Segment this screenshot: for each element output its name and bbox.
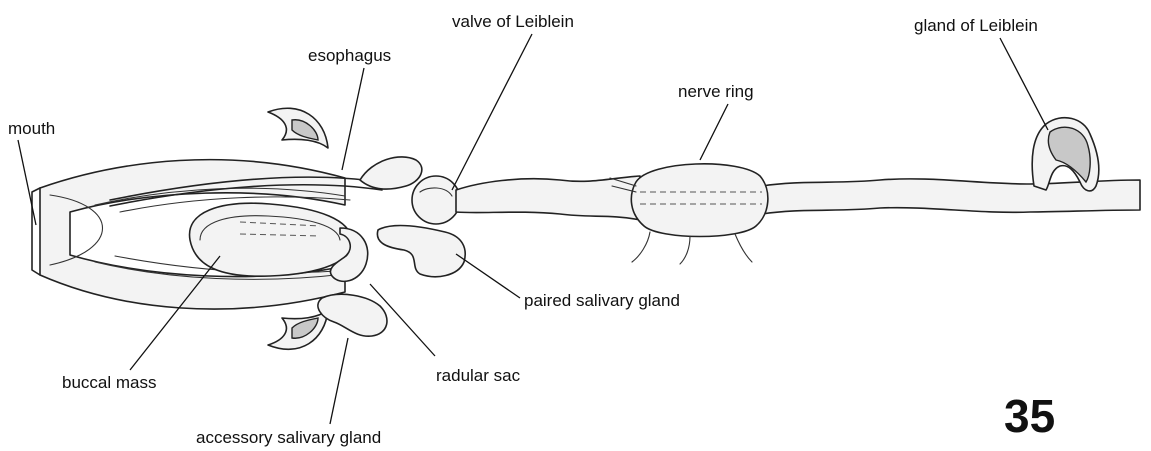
leader-lines: [18, 34, 1048, 424]
leader-accessory-salivary: [330, 338, 348, 424]
label-mouth: mouth: [8, 119, 55, 138]
label-valve-of-leiblein: valve of Leiblein: [452, 12, 574, 31]
label-radular-sac: radular sac: [436, 366, 521, 385]
label-esophagus: esophagus: [308, 46, 391, 65]
valve-of-leiblein: [360, 157, 460, 224]
label-nerve-ring: nerve ring: [678, 82, 754, 101]
leader-esophagus: [342, 68, 364, 170]
label-paired-salivary-gland: paired salivary gland: [524, 291, 680, 310]
label-gland-of-leiblein: gland of Leiblein: [914, 16, 1038, 35]
upper-flap: [268, 108, 328, 148]
figure-number: 35: [1004, 390, 1055, 442]
leader-mouth: [18, 140, 36, 225]
gland-of-leiblein: [1032, 118, 1099, 191]
buccal-mass: [190, 203, 353, 276]
label-buccal-mass: buccal mass: [62, 373, 156, 392]
leader-nerve-ring: [700, 104, 728, 160]
accessory-salivary-gland: [318, 294, 387, 336]
lower-flap: [268, 310, 328, 349]
paired-salivary-gland: [377, 226, 465, 277]
leader-paired-salivary: [456, 254, 520, 298]
leader-gland: [1000, 38, 1048, 130]
leader-valve: [452, 34, 532, 190]
label-accessory-salivary-gland: accessory salivary gland: [196, 428, 381, 447]
labels: mouth esophagus valve of Leiblein nerve …: [8, 12, 1055, 447]
